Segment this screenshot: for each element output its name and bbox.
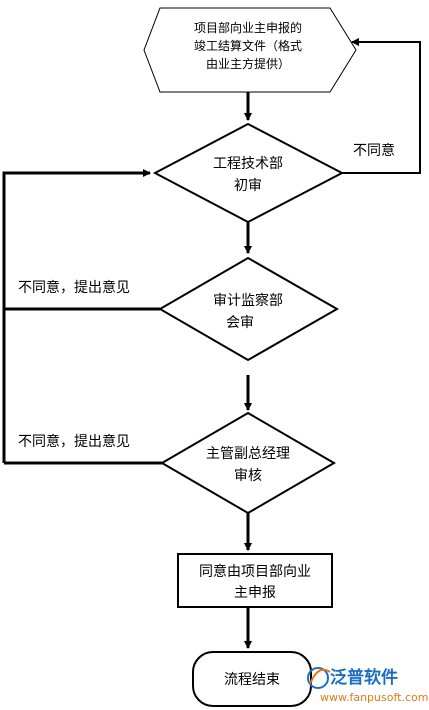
watermark: 泛普软件 www.fanpusoft.com — [307, 667, 428, 704]
start-line-3: 由业主方提供） — [206, 56, 290, 71]
approve-line-1: 同意由项目部向业 — [199, 563, 311, 580]
review2-line-1: 审计监察部 — [213, 292, 283, 309]
start-line-2: 竣工结算文件（格式 — [194, 38, 302, 53]
watermark-url: www.fanpusoft.com — [320, 691, 428, 704]
review3-line-1: 主管副总经理 — [206, 446, 290, 462]
approve-line-2: 主申报 — [234, 585, 276, 601]
approve-box — [177, 553, 333, 608]
reject-right-label: 不同意 — [353, 142, 395, 159]
end-label: 流程结束 — [224, 672, 280, 688]
review3-diamond — [160, 411, 336, 515]
reject-left-1-label: 不同意，提出意见 — [18, 279, 130, 296]
review1-diamond — [152, 122, 345, 224]
edge-reject-right — [342, 38, 421, 174]
start-hexagon — [143, 7, 357, 93]
review2-diamond — [158, 256, 340, 362]
reject-left-2-label: 不同意，提出意见 — [18, 433, 130, 450]
edge-left-return — [2, 169, 151, 463]
review1-line-2: 初审 — [234, 177, 262, 194]
fanpu-logo-icon — [307, 667, 331, 689]
review2-line-2: 会审 — [226, 315, 254, 331]
review1-line-1: 工程技术部 — [213, 156, 283, 172]
start-line-1: 项目部向业主申报的 — [194, 20, 302, 35]
watermark-brand: 泛普软件 — [330, 667, 398, 688]
review3-line-2: 审核 — [234, 468, 262, 484]
end-terminator — [192, 651, 312, 707]
